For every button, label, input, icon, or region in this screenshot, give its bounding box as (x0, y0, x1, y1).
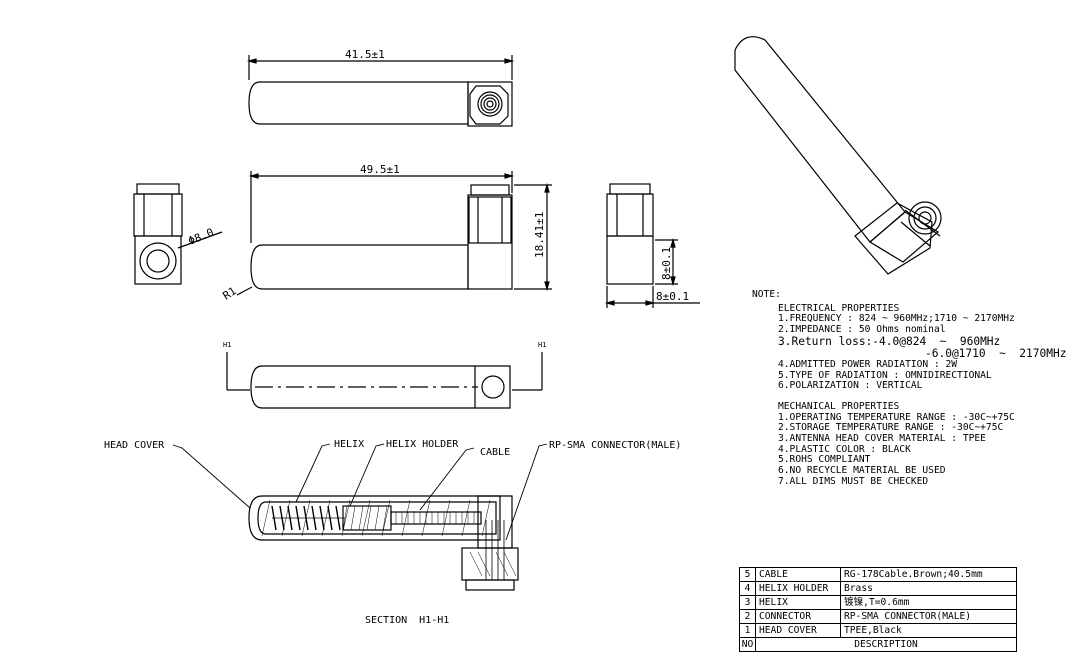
bom-name: HELIX (755, 595, 841, 610)
dim-side-width: 8±0.1 (656, 290, 689, 303)
table-row: 1 HEAD COVER TPEE,Black (739, 623, 1017, 638)
dim-height: 18.41±1 (533, 212, 546, 258)
mechanical-item: 1.OPERATING TEMPERATURE RANGE : -30C~+75… (778, 411, 1015, 423)
notes-header: NOTE: (752, 289, 781, 300)
section-cutaway (248, 495, 519, 591)
dim-top-length: 41.5±1 (345, 48, 385, 61)
dim-diameter: Φ8.0 (186, 226, 215, 248)
dim-mid-length: 49.5±1 (360, 163, 400, 176)
bom-desc: RG-178Cable.Brown;40.5mm (840, 567, 1017, 582)
electrical-item: -6.0@1710 ~ 2170MHz (925, 346, 1066, 360)
callout-helix: HELIX (334, 439, 364, 450)
right-side-view (604, 183, 700, 308)
electrical-item: 2.IMPEDANCE : 50 Ohms nominal (778, 324, 946, 336)
mechanical-item: 5.ROHS COMPLIANT (778, 454, 871, 466)
mechanical-title: MECHANICAL PROPERTIES (778, 400, 900, 412)
notes-block: NOTE: ELECTRICAL PROPERTIES 1.FREQUENCY … (752, 289, 1066, 488)
electrical-item: 3.Return loss:-4.0@824 ~ 960MHz (778, 334, 1001, 348)
bom-no: 2 (739, 609, 756, 624)
mechanical-item: 7.ALL DIMS MUST BE CHECKED (778, 475, 929, 487)
bom-no: 1 (739, 623, 756, 638)
section-title: SECTION H1-H1 (365, 615, 449, 626)
bom-desc: TPEE,Black (840, 623, 1017, 638)
front-view (236, 171, 552, 296)
technical-drawing: 41.5±1 49.5±1 18.41±1 Φ8.0 R1 8±0.1 8±0.… (104, 36, 942, 626)
section-mark-left: H1 (223, 341, 231, 349)
table-row: 4 HELIX HOLDER Brass (739, 581, 1017, 596)
mechanical-item: 3.ANTENNA HEAD COVER MATERIAL : TPEE (778, 433, 986, 445)
callout-head-cover: HEAD COVER (104, 440, 165, 451)
bom-desc: 镀镍,T=0.6mm (840, 595, 1017, 610)
dim-radius: R1 (221, 284, 239, 302)
bom-footer-no: NO (739, 637, 756, 652)
electrical-item: 4.ADMITTED POWER RADIATION : 2W (778, 358, 958, 370)
table-row: 2 CONNECTOR RP-SMA CONNECTOR(MALE) (739, 609, 1017, 624)
bom-name: CABLE (755, 567, 841, 582)
bom-name: CONNECTOR (755, 609, 841, 624)
mechanical-item: 6.NO RECYCLE MATERIAL BE USED (778, 465, 946, 477)
table-row: NO DESCRIPTION (739, 637, 1017, 652)
mechanical-item: 4.PLASTIC COLOR : BLACK (778, 443, 911, 455)
table-row: 5 CABLE RG-178Cable.Brown;40.5mm (739, 567, 1017, 582)
callout-helix-holder: HELIX HOLDER (386, 439, 459, 450)
bom-desc: RP-SMA CONNECTOR(MALE) (840, 609, 1017, 624)
dim-side-height: 8±0.1 (660, 247, 673, 280)
bom-name: HEAD COVER (755, 623, 841, 638)
section-outline-view (226, 352, 543, 409)
leader-lines (172, 443, 548, 541)
electrical-item: 6.POLARIZATION : VERTICAL (778, 380, 923, 392)
mechanical-item: 2.STORAGE TEMPERATURE RANGE : -30C~+75C (778, 422, 1004, 434)
bom-table: 5 CABLE RG-178Cable.Brown;40.5mm 4 HELIX… (739, 567, 1017, 652)
bom-no: 4 (739, 581, 756, 596)
callout-cable: CABLE (480, 447, 510, 458)
bom-name: HELIX HOLDER (755, 581, 841, 596)
callout-connector: RP-SMA CONNECTOR(MALE) (549, 440, 681, 451)
section-mark-right: H1 (538, 341, 546, 349)
electrical-title: ELECTRICAL PROPERTIES (778, 302, 900, 314)
electrical-item: 5.TYPE OF RADIATION : OMNIDIRECTIONAL (778, 369, 992, 381)
left-side-view (133, 183, 223, 285)
bom-no: 5 (739, 567, 756, 582)
bom-footer-desc: DESCRIPTION (755, 637, 1017, 652)
isometric-view (734, 36, 942, 275)
top-view (246, 55, 515, 127)
bom-desc: Brass (840, 581, 1017, 596)
bom-no: 3 (739, 595, 756, 610)
electrical-item: 1.FREQUENCY : 824 ~ 960MHz;1710 ~ 2170MH… (778, 313, 1015, 325)
table-row: 3 HELIX 镀镍,T=0.6mm (739, 595, 1017, 610)
